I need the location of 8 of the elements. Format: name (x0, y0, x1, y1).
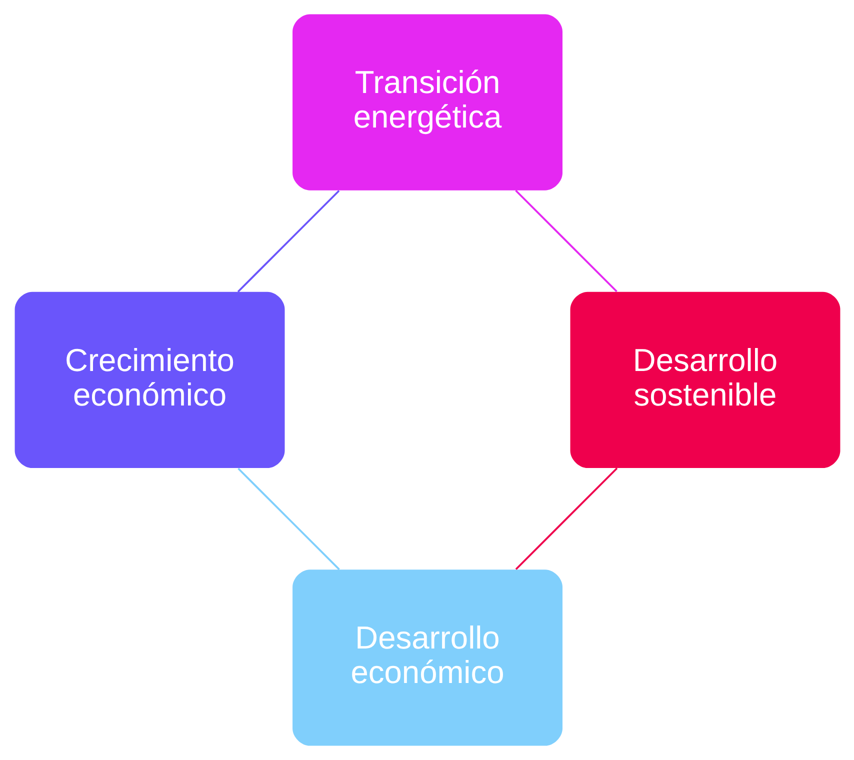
connector (514, 190, 617, 292)
node-box: Desarrollo sostenible (570, 292, 840, 468)
connector (237, 468, 340, 570)
node-box: Transición energética (292, 14, 562, 190)
connector (514, 468, 618, 570)
node-box: Crecimiento económico (14, 292, 284, 468)
connector (236, 190, 340, 292)
node-box: Desarrollo económico (292, 570, 562, 746)
